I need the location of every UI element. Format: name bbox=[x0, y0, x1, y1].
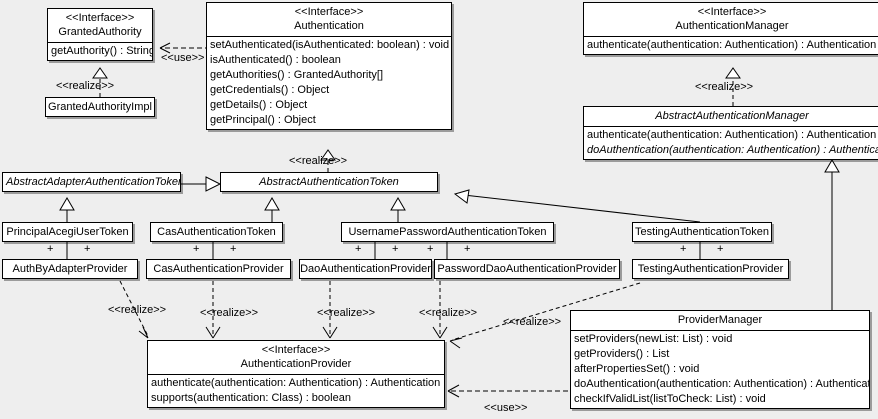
edge-label-realize-password-dao-authentication-provider: <<realize>> bbox=[419, 307, 478, 319]
member-row: getAuthority() : String bbox=[51, 45, 152, 57]
member-row: checkIfValidList(listToCheck: List) : vo… bbox=[574, 393, 766, 405]
member-row: getCredentials() : Object bbox=[210, 84, 330, 96]
class-authentication-provider[interactable]: <<Interface>> AuthenticationProvider aut… bbox=[147, 340, 445, 408]
stereotype-label: <<Interface>> bbox=[294, 6, 364, 18]
member-row: doAuthentication(authentication: Authent… bbox=[587, 144, 878, 156]
class-name: AuthenticationManager bbox=[675, 20, 789, 32]
class-testing-authentication-provider[interactable]: TestingAuthenticationProvider bbox=[632, 259, 789, 279]
class-auth-by-adapter-provider[interactable]: AuthByAdapterProvider bbox=[2, 259, 138, 279]
assoc-plus-marker: + bbox=[427, 243, 434, 255]
edge-generalize-principal-acegi-user-token bbox=[59, 197, 75, 222]
assoc-plus-marker: + bbox=[392, 243, 399, 255]
class-members: authenticate(authentication: Authenticat… bbox=[584, 126, 878, 159]
assoc-plus-marker: + bbox=[355, 243, 362, 255]
edge-label-realize-cas-authentication-provider: <<realize>> bbox=[200, 307, 259, 319]
edge-generalize-testing-authentication-token bbox=[453, 189, 701, 223]
member-row: getProviders() : List bbox=[574, 348, 670, 360]
stereotype-label: <<Interface>> bbox=[697, 6, 767, 18]
edge-label-realize-dao-authentication-provider: <<realize>> bbox=[317, 307, 376, 319]
edge-generalize-abstract-adapter-token bbox=[181, 176, 222, 192]
class-header: <<Interface>> AuthenticationProvider bbox=[148, 341, 444, 374]
class-abstract-authentication-manager[interactable]: AbstractAuthenticationManager authentica… bbox=[583, 106, 878, 160]
class-header: <<Interface>> Authentication bbox=[207, 3, 451, 36]
member-row: doAuthentication(authentication: Authent… bbox=[574, 378, 869, 390]
class-members: getAuthority() : String bbox=[48, 42, 152, 60]
class-members: authenticate(authentication: Authenticat… bbox=[584, 36, 878, 54]
edge-use-provider-manager bbox=[447, 384, 568, 398]
class-granted-authority[interactable]: <<Interface>> GrantedAuthority getAuthor… bbox=[47, 8, 153, 61]
edge-generalize-username-password-token bbox=[390, 197, 406, 222]
class-abstract-adapter-authentication-token[interactable]: AbstractAdapterAuthenticationToken bbox=[2, 172, 181, 192]
edge-label-realize-abstract-authentication-token: <<realize>> bbox=[289, 155, 348, 167]
member-row: getPrincipal() : Object bbox=[210, 114, 316, 126]
edge-label-realize-testing-authentication-provider: <<realize>> bbox=[503, 316, 562, 328]
member-row: supports(authentication: Class) : boolea… bbox=[151, 392, 351, 404]
class-header: <<Interface>> AuthenticationManager bbox=[584, 3, 878, 36]
member-row: getDetails() : Object bbox=[210, 99, 308, 111]
member-row: authenticate(authentication: Authenticat… bbox=[151, 377, 441, 389]
member-row: setProviders(newList: List) : void bbox=[574, 333, 733, 345]
assoc-plus-marker: + bbox=[193, 243, 200, 255]
class-name: GrantedAuthority bbox=[58, 26, 142, 38]
class-password-dao-authentication-provider[interactable]: PasswordDaoAuthenticationProvider bbox=[434, 259, 620, 279]
edge-label-use-provider-manager: <<use>> bbox=[484, 402, 528, 414]
edge-label-realize-auth-by-adapter-provider: <<realize>> bbox=[108, 304, 167, 316]
class-header: ProviderManager bbox=[571, 311, 869, 330]
member-row: isAuthenticated() : boolean bbox=[210, 54, 341, 66]
member-row: getAuthorities() : GrantedAuthority[] bbox=[210, 69, 384, 81]
class-header: <<Interface>> GrantedAuthority bbox=[48, 9, 152, 42]
assoc-plus-marker: + bbox=[47, 243, 54, 255]
member-row: afterPropertiesSet() : void bbox=[574, 363, 700, 375]
class-name: AuthenticationProvider bbox=[240, 358, 352, 370]
assoc-plus-marker: + bbox=[717, 243, 724, 255]
class-authentication[interactable]: <<Interface>> Authentication setAuthenti… bbox=[206, 2, 452, 130]
class-members: authenticate(authentication: Authenticat… bbox=[148, 374, 444, 407]
edge-label-use-authentication-grantedauthority: <<use>> bbox=[161, 52, 205, 64]
class-authentication-manager[interactable]: <<Interface>> AuthenticationManager auth… bbox=[583, 2, 878, 55]
member-row: setAuthenticated(isAuthenticated: boolea… bbox=[210, 39, 450, 51]
class-provider-manager[interactable]: ProviderManager setProviders(newList: Li… bbox=[570, 310, 870, 409]
stereotype-label: <<Interface>> bbox=[65, 12, 135, 24]
class-cas-authentication-token[interactable]: CasAuthenticationToken bbox=[150, 222, 283, 242]
class-granted-authority-impl[interactable]: GrantedAuthorityImpl bbox=[45, 97, 155, 117]
class-cas-authentication-provider[interactable]: CasAuthenticationProvider bbox=[146, 259, 291, 279]
class-principal-acegi-user-token[interactable]: PrincipalAcegiUserToken bbox=[2, 222, 133, 242]
edge-label-realize-grantedauthorityimpl: <<realize>> bbox=[56, 80, 115, 92]
class-abstract-authentication-token[interactable]: AbstractAuthenticationToken bbox=[220, 172, 438, 192]
member-row: authenticate(authentication: Authenticat… bbox=[587, 39, 877, 51]
edge-generalize-cas-authentication-token bbox=[264, 197, 280, 222]
class-dao-authentication-provider[interactable]: DaoAuthenticationProvider bbox=[299, 259, 432, 279]
member-row: authenticate(authentication: Authenticat… bbox=[587, 129, 877, 141]
class-header: AbstractAuthenticationManager bbox=[584, 107, 878, 126]
class-members: setProviders(newList: List) : void getPr… bbox=[571, 330, 869, 408]
assoc-plus-marker: + bbox=[230, 243, 237, 255]
class-name: ProviderManager bbox=[677, 314, 763, 326]
assoc-plus-marker: + bbox=[680, 243, 687, 255]
class-testing-authentication-token[interactable]: TestingAuthenticationToken bbox=[632, 222, 772, 242]
edge-generalize-provider-manager bbox=[824, 159, 840, 310]
class-members: setAuthenticated(isAuthenticated: boolea… bbox=[207, 36, 451, 129]
class-name: Authentication bbox=[294, 20, 364, 32]
stereotype-label: <<Interface>> bbox=[261, 344, 331, 356]
assoc-plus-marker: + bbox=[84, 243, 91, 255]
assoc-plus-marker: + bbox=[464, 243, 471, 255]
edge-label-realize-abstract-authentication-manager: <<realize>> bbox=[695, 81, 754, 93]
class-name: AbstractAuthenticationManager bbox=[655, 110, 809, 122]
class-username-password-authentication-token[interactable]: UsernamePasswordAuthenticationToken bbox=[341, 222, 554, 242]
